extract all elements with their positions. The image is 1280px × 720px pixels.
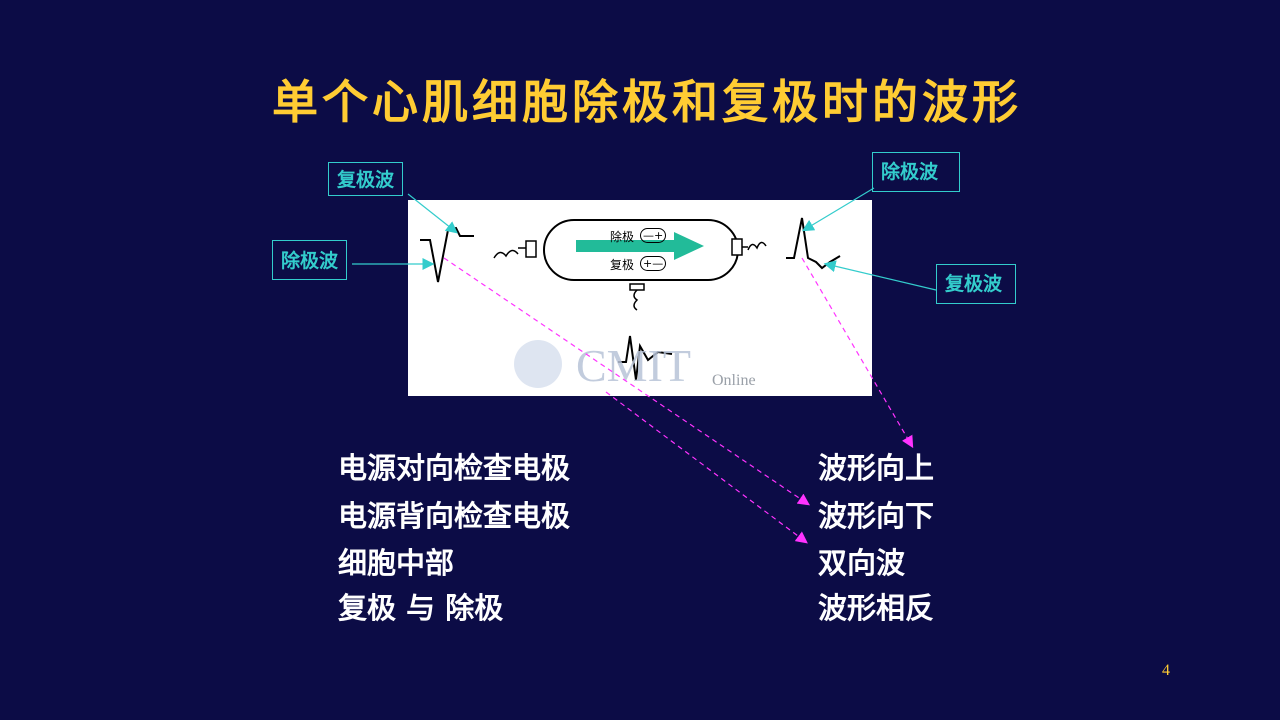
direction-arrow-head [674, 232, 704, 260]
page-number: 4 [1162, 662, 1170, 679]
slide-title: 单个心肌细胞除极和复极时的波形 [272, 75, 1022, 129]
dashed-arrow-biphasic [605, 391, 808, 544]
condition-away: 电源背向检查电极 [338, 499, 571, 533]
direction-arrow-shaft [576, 240, 676, 252]
condition-repol-vs-depol: 复极 与 除极 [338, 591, 504, 625]
right-waveform [786, 217, 841, 270]
cell-top-label: 除极 [610, 230, 635, 244]
condition-facing: 电源对向检查电极 [338, 451, 571, 485]
watermark-brand: CMIT [576, 340, 691, 391]
right-electrode [731, 238, 743, 256]
watermark-globe [514, 340, 562, 388]
cell-diagram: 除极 —+ 复极 +— CMIT Online [408, 200, 872, 396]
result-downward: 波形向下 [818, 499, 935, 533]
right-electrode-coil [747, 241, 767, 251]
result-biphasic: 双向波 [818, 546, 906, 580]
result-opposite: 波形相反 [818, 591, 935, 625]
condition-middle: 细胞中部 [338, 546, 455, 580]
bottom-electrode-coil [633, 289, 639, 311]
callout-left-repolarization: 复极波 [328, 162, 404, 196]
minus-symbol: —+ [640, 228, 667, 243]
cell-bottom-label: 复极 [610, 258, 635, 272]
callout-left-depolarization: 除极波 [272, 240, 348, 280]
plus-symbol: +— [640, 256, 667, 271]
callout-right-depolarization: 除极波 [872, 152, 960, 192]
callout-right-repolarization: 复极波 [936, 264, 1016, 304]
left-waveform [420, 226, 474, 283]
result-upward: 波形向上 [818, 451, 935, 485]
left-electrode [525, 240, 537, 258]
left-electrode-coil [493, 249, 519, 259]
bottom-electrode [629, 283, 645, 291]
watermark-sub: Online [712, 372, 756, 389]
